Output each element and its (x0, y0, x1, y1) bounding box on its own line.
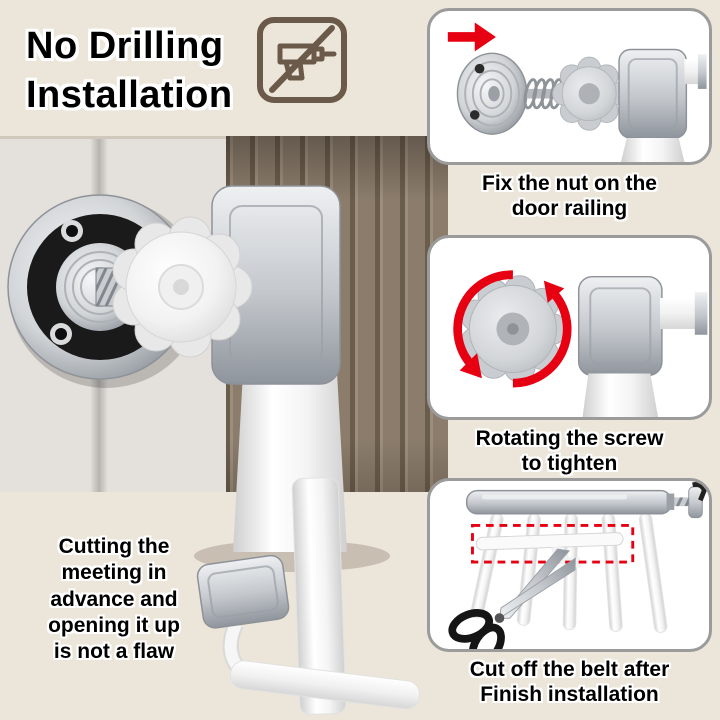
step-3-caption: Cut off the belt after Finish installati… (469, 658, 670, 706)
gate-tube-diagonal (229, 660, 420, 710)
drill-crossed-icon (257, 17, 347, 103)
scissors-icon (448, 548, 576, 649)
note-text: Cutting the meeting in advance and openi… (48, 535, 180, 663)
tension-handle (692, 482, 707, 502)
rotation-arrows-icon (453, 270, 572, 388)
step-1-panel (427, 8, 712, 165)
small-bracket (196, 554, 290, 629)
bracket-small-2 (577, 275, 663, 377)
tension-knob (112, 216, 253, 358)
spring-screw (523, 78, 568, 110)
step-2-caption: Rotating the screw to tighten (475, 427, 664, 475)
page-title: No Drilling Installation (26, 25, 233, 117)
red-arrow-icon (447, 22, 496, 52)
step-3-panel (427, 478, 712, 652)
gate-tube-vertical (291, 477, 347, 715)
bracket-small (618, 48, 688, 139)
gate-rail-small-2 (582, 292, 708, 417)
step-3-illustration (448, 482, 707, 649)
step-1-caption: Fix the nut on the door railing (482, 172, 657, 220)
wall-plate-small (456, 52, 528, 135)
no-drilling-icon (256, 16, 348, 104)
wall-edge-line (0, 136, 450, 139)
step-2-illustration (453, 270, 708, 417)
gate-top-rail (465, 482, 707, 519)
gate-parts-illustration (196, 477, 420, 715)
step-2-panel (427, 235, 712, 420)
knob-small (552, 56, 627, 131)
step-1-illustration (447, 22, 707, 162)
gate-rail-small (620, 54, 707, 162)
